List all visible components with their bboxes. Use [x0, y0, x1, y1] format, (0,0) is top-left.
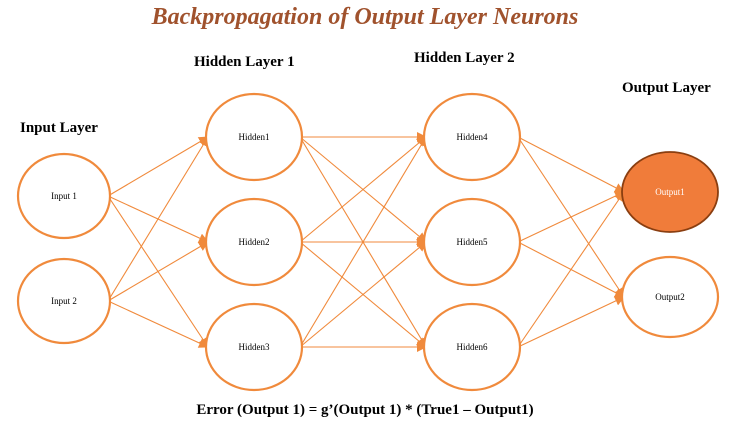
node-label: Input 1 — [51, 191, 77, 201]
node-hidden5: Hidden5 — [422, 197, 522, 287]
node-label: Hidden6 — [457, 342, 488, 352]
diagram-title: Backpropagation of Output Layer Neurons — [151, 4, 579, 30]
node-circle — [16, 152, 112, 240]
node-input-1: Input 1 — [16, 152, 112, 240]
node-label: Hidden2 — [239, 237, 270, 247]
edge-hidden2-1-to-output-1 — [517, 136, 625, 193]
node-hidden2: Hidden2 — [204, 197, 304, 287]
node-hidden3: Hidden3 — [204, 302, 304, 392]
node-hidden1: Hidden1 — [204, 92, 304, 182]
node-circle — [621, 151, 719, 233]
node-circle — [204, 92, 304, 182]
error-formula: Error (Output 1) = g’(Output 1) * (True1… — [196, 402, 534, 418]
edge-hidden2-3-to-output-1 — [517, 191, 625, 348]
node-label: Hidden5 — [457, 237, 488, 247]
node-circle — [422, 92, 522, 182]
node-circle — [16, 257, 112, 345]
edge-hidden2-3-to-output-2 — [517, 296, 625, 348]
edge-hidden2-2-to-output-1 — [517, 191, 625, 243]
node-circle — [422, 197, 522, 287]
node-label: Hidden1 — [239, 132, 270, 142]
edge-hidden1-3-to-hidden2-1 — [299, 136, 427, 348]
node-label: Input 2 — [51, 296, 77, 306]
edge-hidden1-3-to-hidden2-2 — [299, 241, 427, 348]
input-layer-label: Input Layer — [20, 120, 98, 136]
node-circle — [620, 255, 720, 339]
node-label: Output1 — [655, 187, 685, 197]
node-circle — [204, 302, 304, 392]
edge-input-2-to-hidden1-1 — [107, 136, 209, 302]
node-label: Hidden4 — [457, 132, 488, 142]
edge-hidden1-2-to-hidden2-1 — [299, 136, 427, 243]
node-hidden6: Hidden6 — [422, 302, 522, 392]
node-circle — [422, 302, 522, 392]
edge-input-1-to-hidden1-1 — [107, 136, 209, 197]
node-label: Output2 — [655, 292, 685, 302]
hidden-layer-1-label: Hidden Layer 1 — [194, 54, 295, 70]
node-output1: Output1 — [621, 151, 719, 233]
node-label: Hidden3 — [239, 342, 270, 352]
connection-edges — [107, 132, 625, 352]
edge-input-2-to-hidden1-3 — [107, 300, 209, 348]
node-circle — [204, 197, 304, 287]
node-input-2: Input 2 — [16, 257, 112, 345]
edge-input-2-to-hidden1-2 — [107, 241, 209, 302]
output-layer-label: Output Layer — [622, 80, 711, 96]
hidden-layer-2-label: Hidden Layer 2 — [414, 50, 515, 66]
node-output2: Output2 — [620, 255, 720, 339]
node-hidden4: Hidden4 — [422, 92, 522, 182]
